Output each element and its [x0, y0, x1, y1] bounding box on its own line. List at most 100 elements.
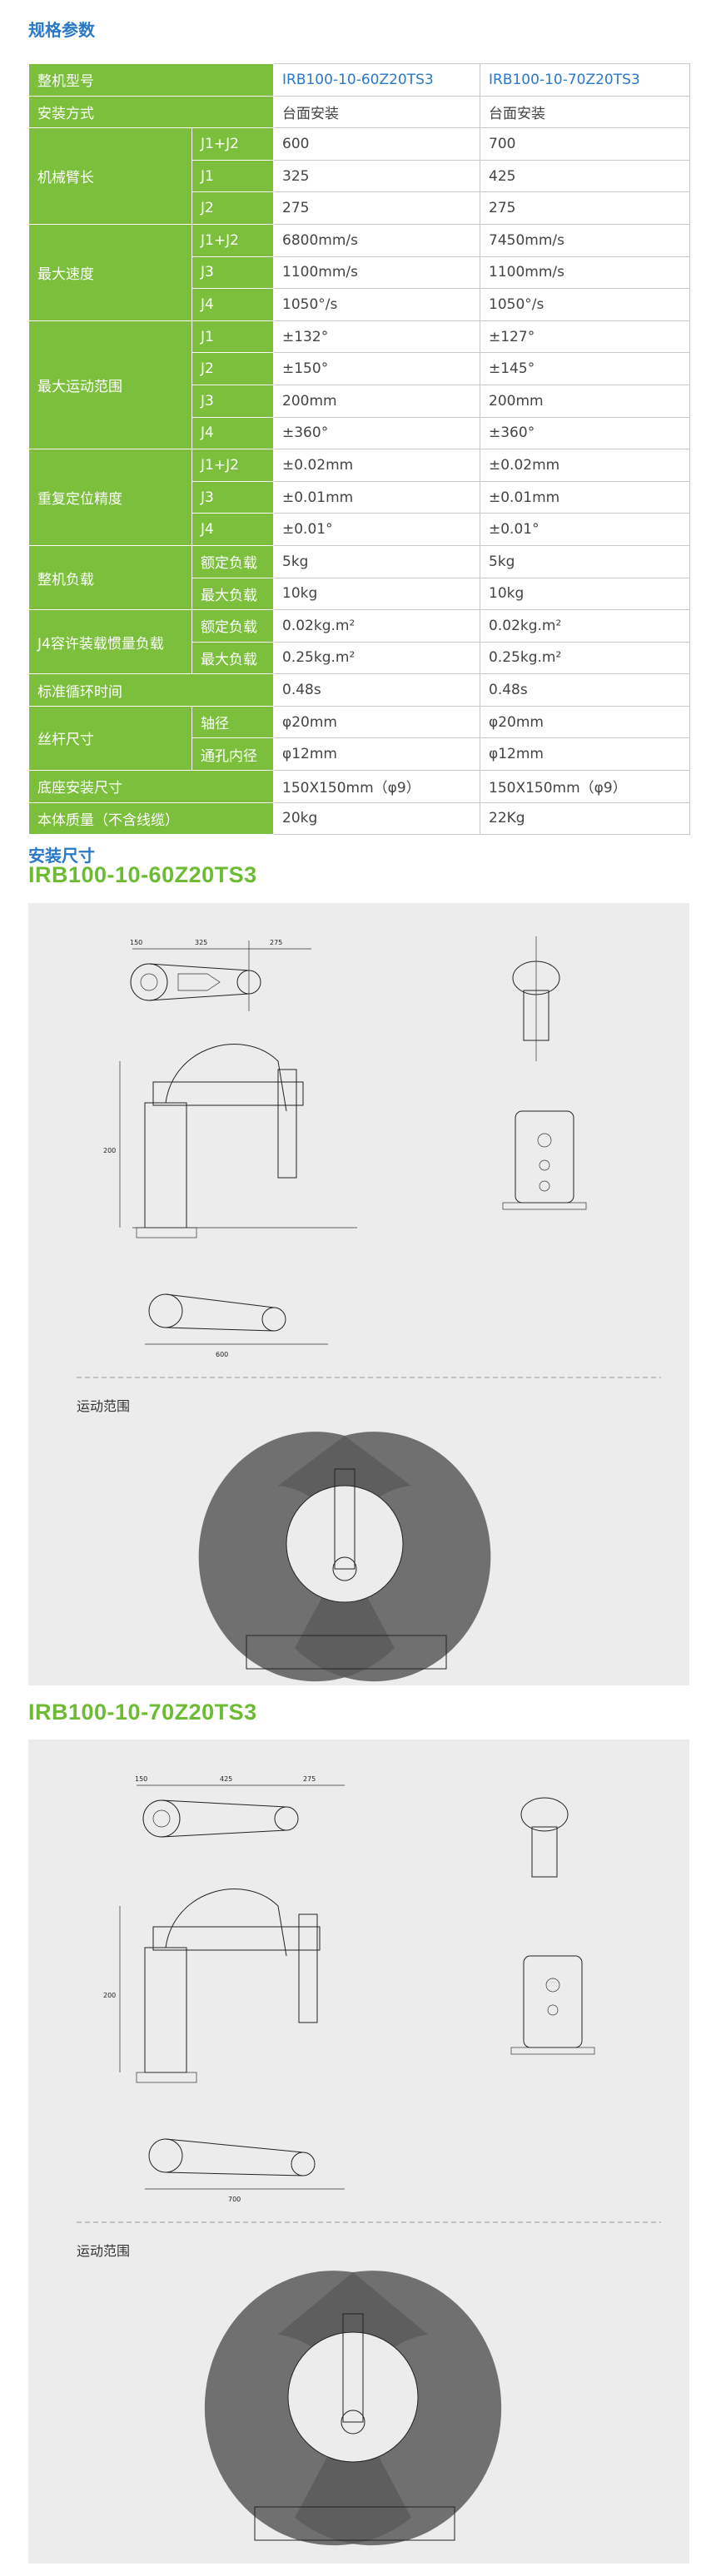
table-row: 底座安装尺寸 150X150mm（φ9） 150X150mm（φ9） — [28, 770, 690, 803]
dim-label: 150 — [135, 1775, 147, 1783]
value-b: 台面安装 — [480, 95, 690, 129]
row-label: 整机型号 — [28, 63, 274, 97]
value-a: 200mm — [273, 384, 480, 418]
value-a: 台面安装 — [273, 95, 480, 129]
technical-drawing-a: 150 325 275 200 — [77, 936, 661, 1682]
value-b: 1050°/s — [480, 288, 690, 321]
value-b: ±360° — [480, 416, 690, 450]
table-row: 整机负载 额定负载 5kg 5kg — [28, 544, 690, 611]
motion-range-label: 运动范围 — [77, 1398, 130, 1414]
table-row: 本体质量（不含线缆） 20kg 22Kg — [28, 802, 690, 836]
dim-label: 200 — [103, 1147, 116, 1154]
value-b: 10kg — [480, 577, 690, 611]
table-row: 标准循环时间 0.48s 0.48s — [28, 673, 690, 707]
row-label: 最大速度 — [28, 223, 192, 321]
axis-label: J4 — [191, 288, 274, 321]
value-a: 5kg — [273, 544, 480, 578]
value-a: 10kg — [273, 577, 480, 611]
base-view-drawing: 600 — [145, 1293, 328, 1358]
dim-label: 425 — [220, 1775, 232, 1783]
value-b: ±127° — [480, 320, 690, 354]
top-view-drawing: 150 425 275 — [135, 1775, 345, 1838]
table-row: 最大负载 0.25kg.m² 0.25kg.m² — [29, 641, 690, 675]
dim-label: 325 — [195, 939, 207, 946]
table-row: J4 ±0.01° ±0.01° — [29, 513, 690, 546]
top-view-drawing: 150 325 275 — [130, 939, 311, 1011]
row-label: 整机负载 — [28, 544, 192, 611]
axis-label: J2 — [191, 191, 274, 225]
value-a: ±360° — [273, 416, 480, 450]
spec-section-title: 规格参数 — [28, 20, 95, 40]
axis-label: J1+J2 — [191, 223, 274, 257]
row-label: 机械臂长 — [28, 127, 192, 225]
install-section-title: 安装尺寸 — [28, 846, 95, 866]
value-a: φ20mm — [273, 705, 480, 739]
axis-label: 额定负载 — [191, 544, 274, 578]
axis-label: J1 — [191, 320, 274, 354]
row-label: 丝杆尺寸 — [28, 705, 192, 772]
value-a: 600 — [273, 127, 480, 161]
table-row: 最大负载 10kg 10kg — [29, 577, 690, 611]
value-b: 200mm — [480, 384, 690, 418]
row-label: 安装方式 — [28, 95, 274, 129]
table-row: J2 275 275 — [29, 191, 690, 225]
row-label: 本体质量（不含线缆） — [28, 802, 274, 836]
model-a-header: IRB100-10-60Z20TS3 — [273, 63, 480, 97]
table-row: 丝杆尺寸 轴径 φ20mm φ20mm — [28, 705, 690, 772]
row-label: 底座安装尺寸 — [28, 770, 274, 803]
table-row: J2 ±150° ±145° — [29, 352, 690, 385]
axis-label: J1+J2 — [191, 449, 274, 482]
value-b: 22Kg — [480, 802, 690, 836]
table-row: 整机型号 IRB100-10-60Z20TS3 IRB100-10-70Z20T… — [28, 63, 690, 97]
value-b: ±0.01mm — [480, 480, 690, 514]
axis-label: J3 — [191, 384, 274, 418]
value-b: 5kg — [480, 544, 690, 578]
value-a: 150X150mm（φ9） — [273, 770, 480, 803]
value-a: 1100mm/s — [273, 256, 480, 290]
value-b: 150X150mm（φ9） — [480, 770, 690, 803]
base-view-drawing: 700 — [145, 2138, 345, 2203]
value-b: 275 — [480, 191, 690, 225]
axis-label: J1+J2 — [191, 127, 274, 161]
dim-label: 200 — [103, 1992, 116, 1999]
value-a: 325 — [273, 159, 480, 193]
axis-label: J1 — [191, 159, 274, 193]
value-b: 700 — [480, 127, 690, 161]
value-a: ±0.01° — [273, 513, 480, 546]
value-a: 0.48s — [273, 673, 480, 707]
table-row: 最大运动范围 J1 ±132° ±127° — [28, 320, 690, 450]
dim-label: 275 — [270, 939, 282, 946]
axis-label: J3 — [191, 256, 274, 290]
value-a: 20kg — [273, 802, 480, 836]
value-a: 0.25kg.m² — [273, 641, 480, 675]
technical-drawing-b: 150 425 275 200 700 — [77, 1775, 661, 2546]
table-row: J4容许装载惯量负载 额定负载 0.02kg.m² 0.02kg.m² — [28, 609, 690, 675]
model-b-title: IRB100-10-70Z20TS3 — [28, 1700, 257, 1725]
axis-label: 轴径 — [191, 705, 274, 739]
row-label: 最大运动范围 — [28, 320, 192, 450]
value-a: φ12mm — [273, 737, 480, 772]
value-b: ±0.02mm — [480, 449, 690, 482]
row-label: 重复定位精度 — [28, 449, 192, 546]
axis-label: J4 — [191, 416, 274, 450]
axis-label: J3 — [191, 480, 274, 514]
value-a: 0.02kg.m² — [273, 609, 480, 643]
value-b: 0.02kg.m² — [480, 609, 690, 643]
dim-label: 275 — [303, 1775, 316, 1783]
side-view-drawing: 200 — [103, 1044, 357, 1238]
table-row: 重复定位精度 J1+J2 ±0.02mm ±0.02mm — [28, 449, 690, 546]
motion-range-label: 运动范围 — [77, 2243, 130, 2259]
drawing-panel-a: 150 325 275 200 — [28, 903, 689, 1685]
spec-table: 整机型号 IRB100-10-60Z20TS3 IRB100-10-70Z20T… — [28, 63, 690, 836]
axis-label: J4 — [191, 513, 274, 546]
table-row: 通孔内径 φ12mm φ12mm — [29, 737, 690, 772]
value-b: 0.48s — [480, 673, 690, 707]
table-row: J1 325 425 — [29, 159, 690, 193]
value-a: ±0.01mm — [273, 480, 480, 514]
rear-view-drawing — [502, 936, 587, 1210]
dim-label: 700 — [228, 2196, 241, 2203]
value-a: ±150° — [273, 352, 480, 385]
drawing-panel-b: 150 425 275 200 700 — [28, 1740, 689, 2564]
table-row: 安装方式 台面安装 台面安装 — [28, 95, 690, 129]
row-label: J4容许装载惯量负载 — [28, 609, 192, 675]
